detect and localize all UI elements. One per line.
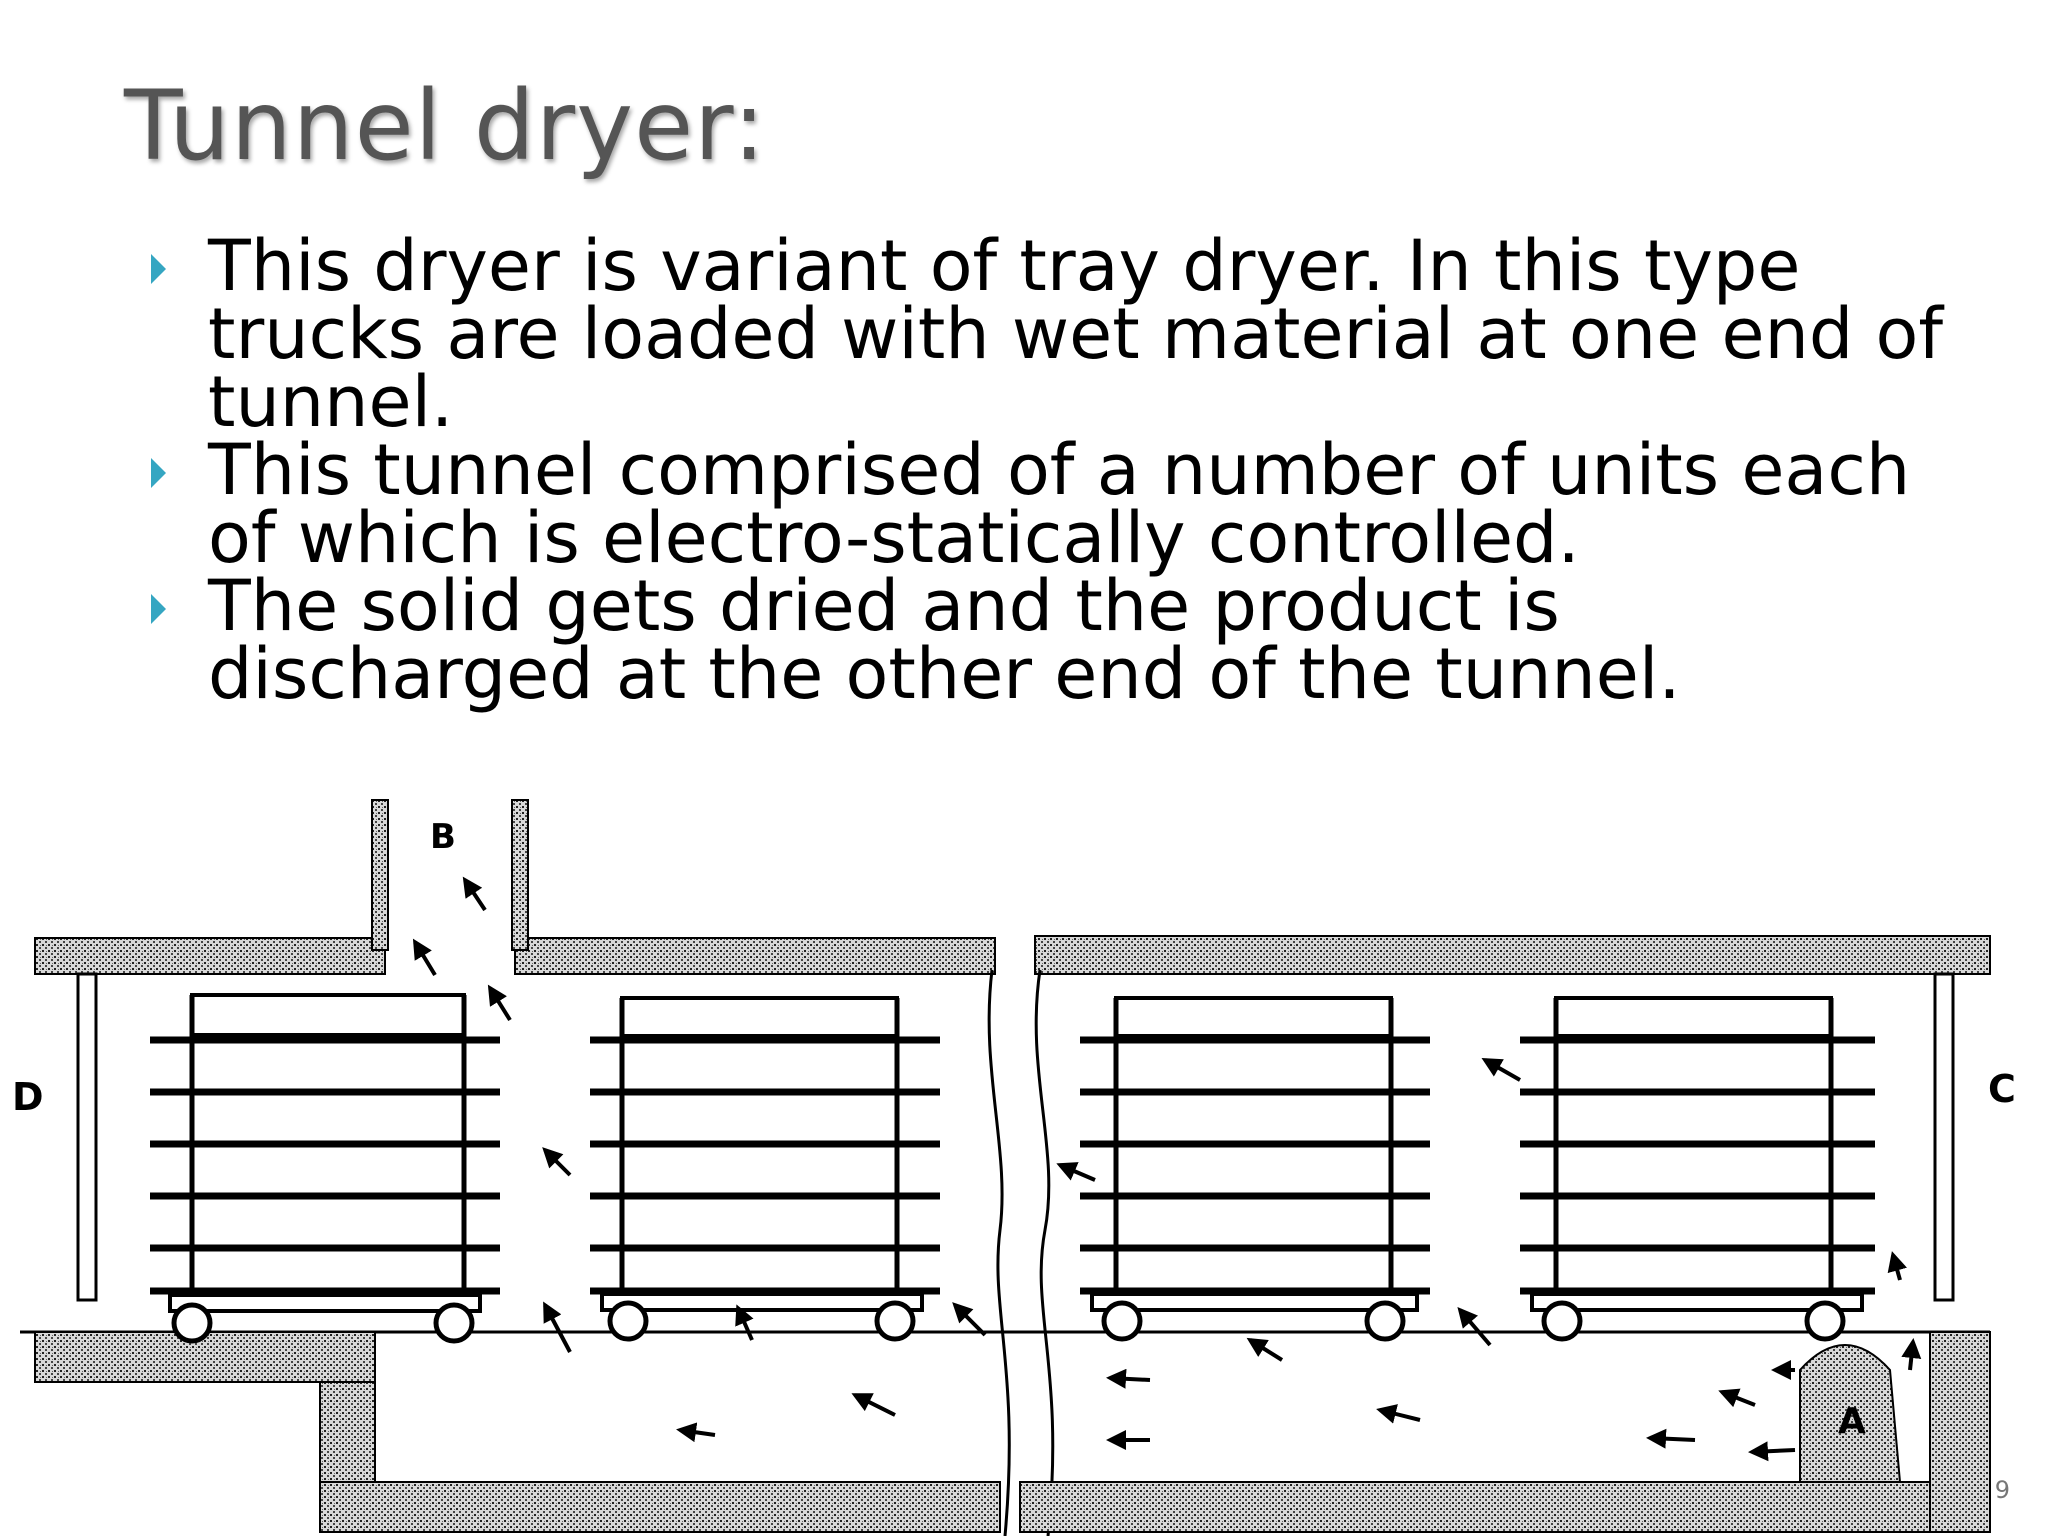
tunnel-dryer-diagram: B D C A [12,799,2016,1536]
page-number: 9 [1994,1476,2010,1504]
label-d: D [12,1075,44,1119]
bullet-arrow-icon [151,254,166,284]
bullet-text: This tunnel comprised of a number of uni… [208,429,1911,579]
slide-title: Tunnel dryer: [124,70,767,182]
truck [590,996,940,1342]
label-c: C [1988,1067,2016,1111]
right-wall [1933,972,1955,1302]
bullet-text: The solid gets dried and the product is … [208,565,1681,715]
heater [1799,1344,1902,1483]
roof-slab [514,937,996,975]
label-b: B [430,817,456,857]
bullet-arrow-icon [151,594,166,624]
airflow-arrows [412,876,1922,1462]
bullet-list: This dryer is variant of tray dryer. In … [145,231,1945,709]
chimney-wall [511,799,529,951]
label-a: A [1838,1401,1866,1442]
duct-floor [1019,1481,1991,1533]
bullet-item: This dryer is variant of tray dryer. In … [145,231,1945,437]
truck [1520,996,1875,1342]
bullet-item: This tunnel comprised of a number of uni… [145,435,1945,573]
left-wall [76,972,98,1302]
roof-slab [34,937,386,975]
duct-floor [319,1481,1001,1533]
truck [150,993,500,1344]
tunnel-break [987,969,1011,1536]
bullet-item: The solid gets dried and the product is … [145,571,1945,709]
roof-slab [1034,935,1991,975]
bullet-arrow-icon [151,458,166,488]
foundation [34,1331,376,1383]
duct-end-wall [1929,1331,1991,1533]
tunnel-break [1034,969,1055,1536]
bullet-text: This dryer is variant of tray dryer. In … [208,225,1944,443]
truck [1080,996,1430,1342]
chimney-wall [371,799,389,951]
